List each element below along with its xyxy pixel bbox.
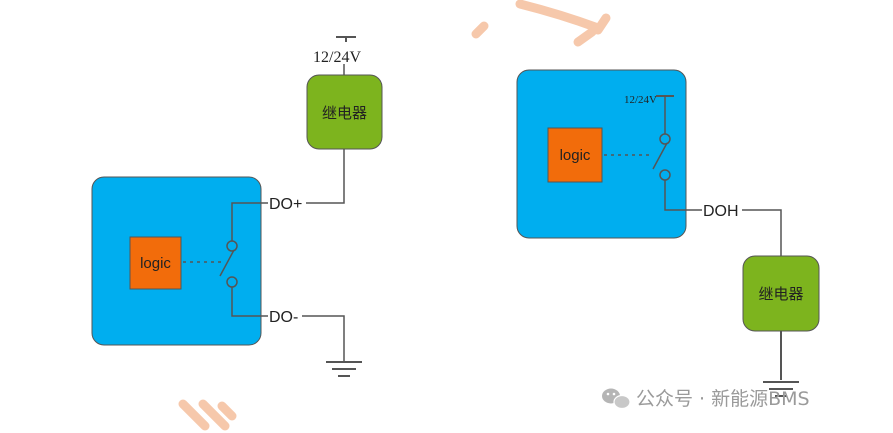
right-logic-box (547, 127, 603, 183)
watermark: 公众号 · 新能源BMS (602, 388, 810, 410)
right-ground-symbol (763, 381, 799, 397)
left-switch-contact-top (226, 240, 238, 252)
left-circuit: 12/24V 继电器 logic DO+ DO- (91, 36, 383, 377)
left-logic-label: logic (140, 255, 171, 272)
left-switch-blade (219, 249, 235, 277)
right-switch-contact-bottom (659, 169, 671, 181)
right-circuit: 12/24V logic DOH 继电器 (516, 69, 820, 397)
left-switch-contact-bottom (226, 276, 238, 288)
right-relay-label: 继电器 (758, 285, 803, 303)
left-supply-label: 12/24V (313, 49, 361, 66)
left-ground-symbol (326, 361, 362, 377)
left-terminal-do-plus: DO+ (269, 196, 302, 213)
wechat-icon (602, 388, 631, 410)
left-logic-box (129, 236, 182, 290)
decorative-strokes (178, 0, 611, 431)
right-switch-blade (652, 142, 668, 170)
left-terminal-do-minus: DO- (269, 309, 298, 326)
right-supply-label: 12/24V (624, 94, 657, 106)
right-logic-label: logic (560, 147, 591, 164)
right-switch-contact-top (659, 133, 671, 145)
left-relay-label: 继电器 (322, 104, 367, 122)
watermark-text: 公众号 · 新能源BMS (636, 388, 810, 410)
right-terminal-doh: DOH (703, 203, 739, 220)
